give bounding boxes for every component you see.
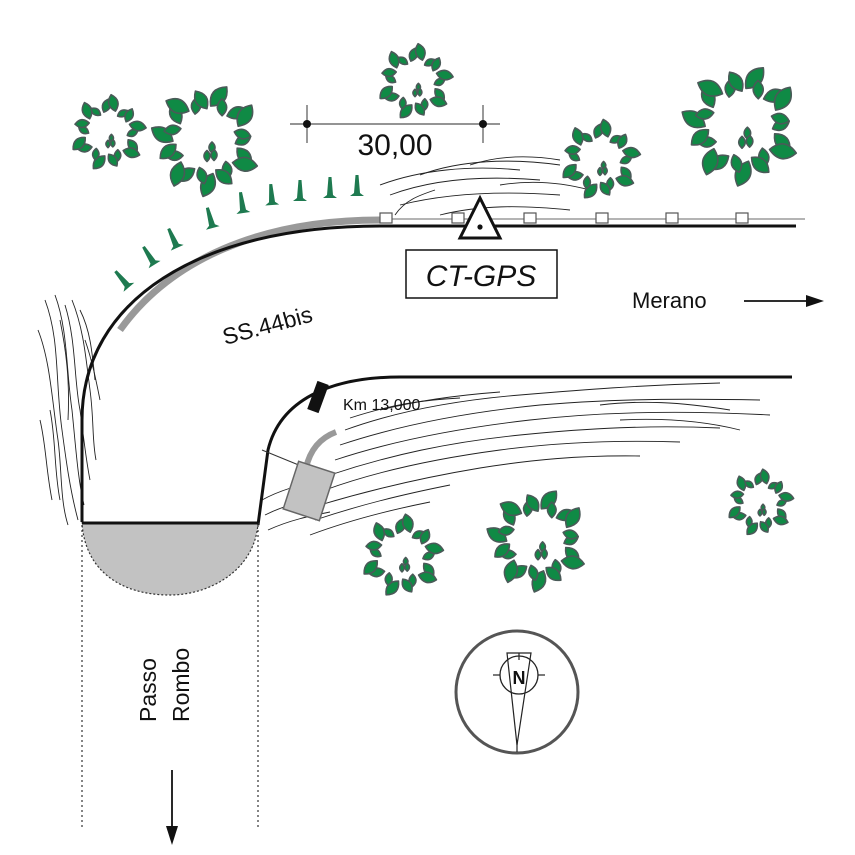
traffic-cones <box>114 175 364 292</box>
fence-post <box>735 212 749 224</box>
tree-icon <box>486 490 585 593</box>
traffic-cone-icon <box>236 191 251 214</box>
road-edge-south <box>256 375 792 526</box>
traffic-cone-icon <box>167 227 184 251</box>
traffic-cone-icon <box>293 180 307 201</box>
station-label-box <box>405 249 558 299</box>
arrow-down-icon <box>166 770 178 845</box>
compass-north-label: N <box>513 668 526 688</box>
kilometer-label: Km 13,000 <box>343 397 420 414</box>
direction-east-label: Merano <box>632 288 707 313</box>
guardrail <box>117 216 381 333</box>
direction-south-label-line2: Rombo <box>168 648 194 722</box>
scale-dimension-label: 30,00 <box>357 129 432 162</box>
compass-rose-icon <box>454 629 580 755</box>
tree-icon <box>728 468 795 536</box>
fence-post <box>665 212 679 224</box>
building <box>282 460 336 522</box>
direction-south-label-line1: Passo <box>135 658 161 722</box>
scale-bar <box>290 105 500 143</box>
fence-posts <box>379 212 749 224</box>
slope-hatching-south <box>261 382 771 536</box>
parking-area <box>81 522 259 596</box>
slope-hatching-north <box>379 156 591 216</box>
tree-icon <box>681 66 798 187</box>
station-label: CT-GPS <box>426 260 537 293</box>
tree-icon <box>379 42 454 119</box>
traffic-cone-icon <box>142 245 161 269</box>
gps-station-icon <box>457 194 503 240</box>
tree-icon <box>150 86 259 198</box>
traffic-cone-icon <box>350 175 364 196</box>
arrow-right-icon <box>744 295 824 307</box>
tree-icon <box>363 513 445 596</box>
traffic-cone-icon <box>323 177 337 198</box>
traffic-cone-icon <box>265 183 280 206</box>
fence-post <box>595 212 609 224</box>
fence-post <box>379 212 393 224</box>
slope-hatching-west <box>37 294 101 526</box>
kilometer-marker <box>307 380 329 414</box>
trees <box>72 42 798 596</box>
fence-post <box>523 212 537 224</box>
tree-icon <box>72 93 147 170</box>
small-guardrail <box>303 429 338 469</box>
traffic-cone-icon <box>114 270 135 292</box>
traffic-cone-icon <box>205 207 220 230</box>
road-edge-north <box>80 224 796 522</box>
road-name-label: SS.44bis <box>220 301 316 350</box>
fence-post <box>451 212 465 224</box>
tree-icon <box>562 118 642 199</box>
